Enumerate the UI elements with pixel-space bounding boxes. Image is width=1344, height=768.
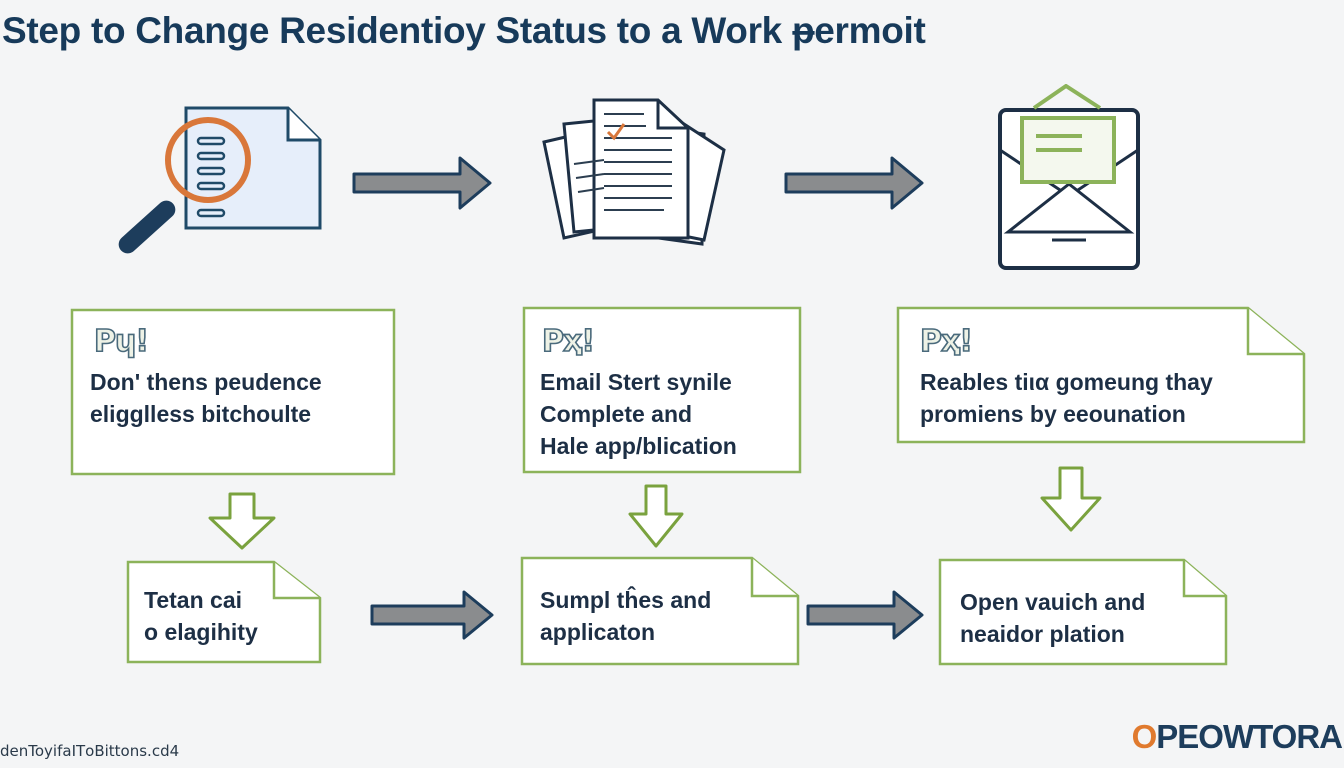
result-box-2-text: Sumpl tĥes and applicaton — [540, 587, 712, 645]
brand-logo: OPEOWTORA — [1131, 718, 1343, 756]
right-arrow-4 — [806, 588, 926, 647]
step-box-2-text: Email Stert synile Complete and Hale app… — [540, 369, 737, 459]
right-arrow-3 — [370, 588, 496, 647]
step-box-1-text: Don' thens peudence eligglless bitchoult… — [90, 369, 322, 427]
envelope-tablet-icon — [996, 83, 1146, 272]
step-box-3-badge: Pҳ! — [919, 323, 974, 360]
result-box-1-text: Tetan cai o elagihity — [144, 587, 258, 645]
step-box-1: Pɥ! Don' thens peudence eligglless bitch… — [70, 308, 398, 478]
page-title: Step to Change Residentioy Status to a W… — [2, 10, 926, 51]
result-box-1: Tetan cai o elagihity — [126, 560, 324, 666]
result-box-3: Open vauich and neaidor plation — [938, 558, 1230, 668]
right-arrow-1 — [352, 154, 494, 217]
logo-wordmark: PEOWTORA — [1156, 718, 1343, 755]
down-arrow-1 — [206, 492, 278, 555]
step-box-1-badge: Pɥ! — [93, 323, 150, 360]
down-arrow-2 — [626, 484, 686, 553]
magnifier-document-icon — [108, 100, 324, 264]
step-box-2-badge: Pҳ! — [541, 323, 596, 360]
footer-filename: denToyifaITοBittons.cd4 — [0, 742, 180, 760]
step-box-3-text: Reables tiια gomeung thay promiens by ee… — [920, 369, 1213, 427]
down-arrow-3 — [1038, 466, 1104, 537]
right-arrow-2 — [784, 154, 926, 217]
result-box-2: Sumpl tĥes and applicaton — [520, 556, 802, 668]
step-box-2: Pҳ! Email Stert synile Complete and Hale… — [522, 306, 804, 476]
step-box-3: Pҳ! Reables tiια gomeung thay promiens b… — [896, 306, 1308, 446]
papers-stack-icon — [534, 94, 740, 254]
logo-initial: O — [1131, 718, 1158, 755]
result-box-3-text: Open vauich and neaidor plation — [960, 589, 1146, 647]
